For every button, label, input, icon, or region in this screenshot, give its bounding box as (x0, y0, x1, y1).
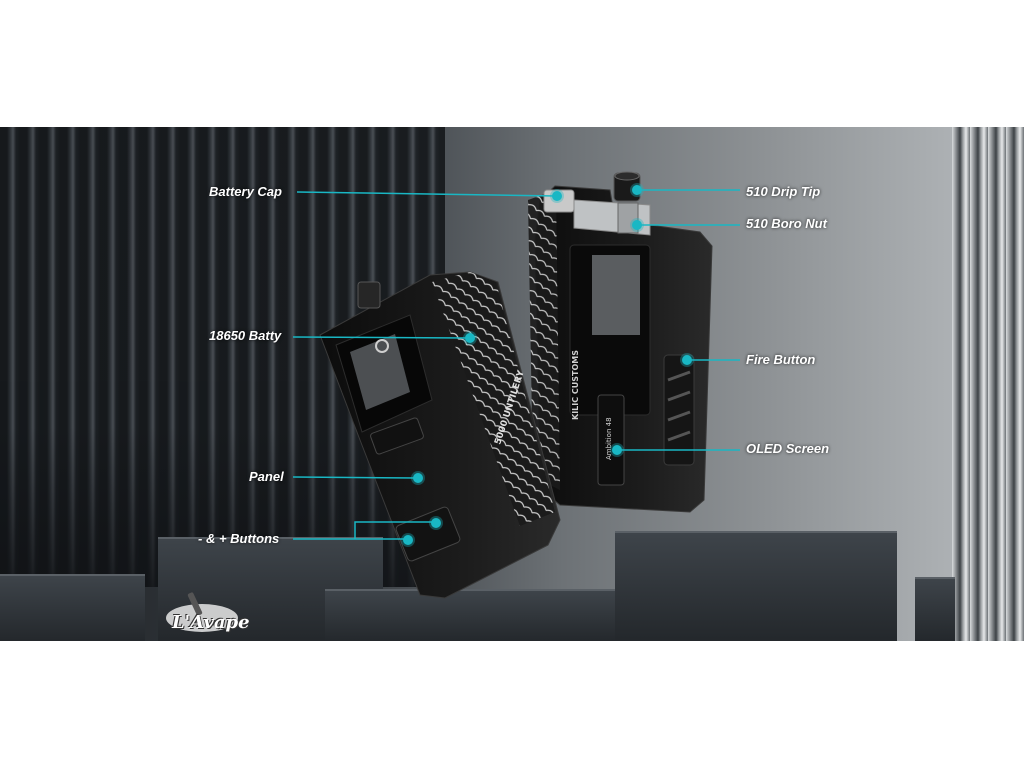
label-drip-tip: 510 Drip Tip (746, 184, 821, 199)
label-panel: Panel (249, 469, 284, 484)
striped-backdrop-right (952, 127, 1024, 641)
oled-screen (597, 394, 625, 486)
device-front: 5000 UNTILERY (319, 271, 561, 599)
plus-minus-buttons (395, 506, 461, 562)
plinth-right (615, 531, 897, 641)
logo-text: L'Avape (172, 612, 250, 633)
label-buttons: - & + Buttons (198, 531, 280, 546)
svg-text:Ambition 48: Ambition 48 (605, 417, 613, 460)
lavape-logo-icon (166, 592, 238, 632)
plinth-left (0, 574, 145, 641)
callout-dot-boro-nut (632, 220, 642, 230)
callout-dot-battery-cap (552, 191, 562, 201)
callout-lines (292, 189, 740, 540)
callout-dot-fire-button (682, 355, 692, 365)
label-battery: 18650 Batty (209, 328, 282, 343)
label-battery-cap: Battery Cap (209, 184, 282, 199)
plinth-far-right (915, 577, 955, 641)
label-oled-screen: OLED Screen (746, 441, 830, 456)
callout-dot-drip-tip (632, 185, 642, 195)
callout-line-panel (292, 476, 419, 479)
device-rear: Ambition 48 KILIC CUSTOMS (528, 171, 713, 513)
callout-dot-minus-button (403, 535, 413, 545)
callout-dot-battery (465, 333, 475, 343)
callout-dot-panel (413, 473, 423, 483)
top-cap (357, 281, 381, 309)
callout-line-battery (292, 336, 471, 339)
callout-line-battery-cap (296, 191, 558, 197)
rear-side-engraving: KILIC CUSTOMS (571, 350, 580, 420)
callout-dot-oled (612, 445, 622, 455)
label-fire-button: Fire Button (746, 352, 816, 367)
label-boro-nut: 510 Boro Nut (746, 216, 827, 231)
callout-dot-plus-button (431, 518, 441, 528)
